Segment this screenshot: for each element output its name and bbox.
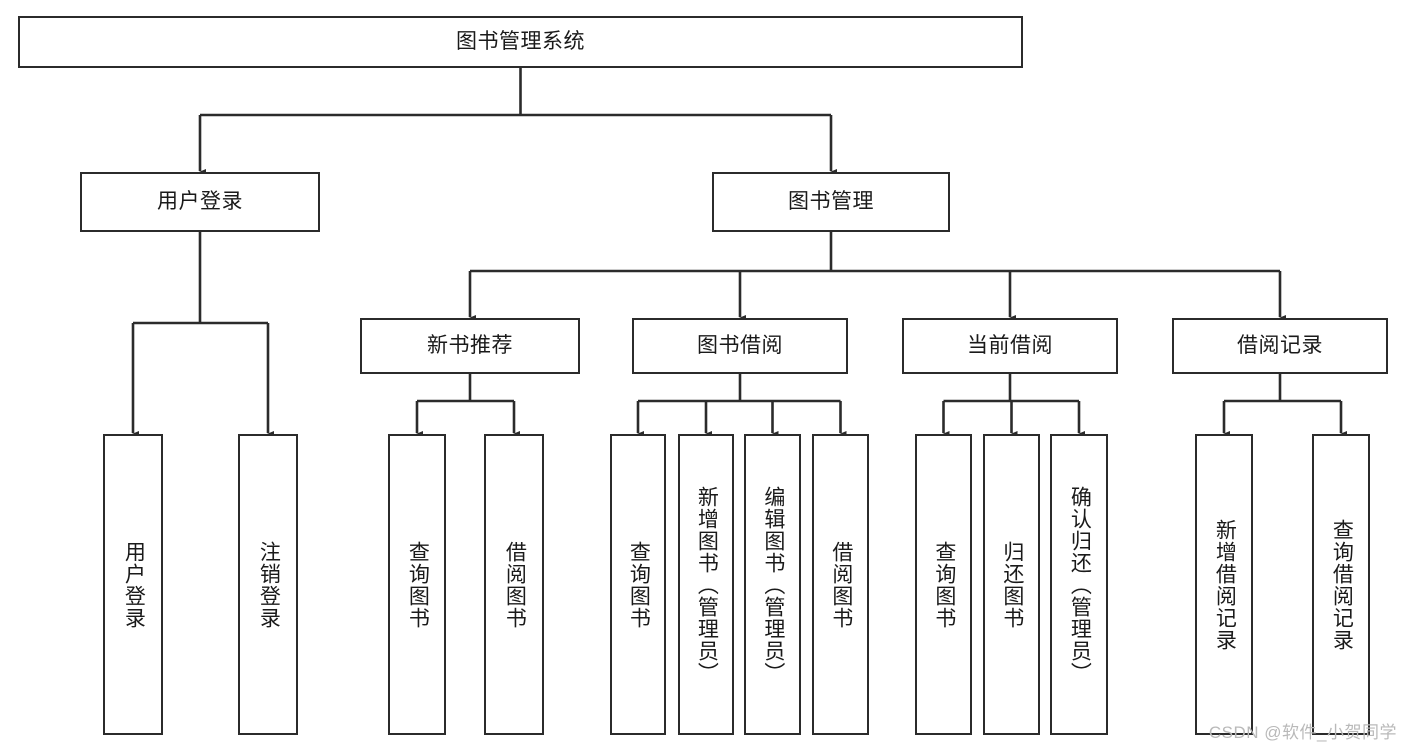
node-label: 查询图书 (627, 540, 651, 629)
node-label: 查询图书 (406, 540, 430, 629)
node-current[interactable]: 当前借阅 (902, 318, 1118, 374)
node-label: 新增图书（管理员） (695, 485, 719, 684)
node-l-return[interactable]: 归还图书 (983, 434, 1040, 735)
node-label: 借阅记录 (1237, 333, 1323, 357)
node-label: 图书管理系统 (456, 29, 585, 53)
node-label: 新书推荐 (427, 333, 513, 357)
node-l-logout[interactable]: 注销登录 (238, 434, 298, 735)
node-newbook[interactable]: 新书推荐 (360, 318, 580, 374)
node-label: 归还图书 (1000, 540, 1024, 629)
node-label: 图书借阅 (697, 333, 783, 357)
watermark-label: CSDN @软件_小贺同学 (1208, 723, 1397, 742)
node-borrow[interactable]: 图书借阅 (632, 318, 848, 374)
node-l-borrow2[interactable]: 借阅图书 (812, 434, 869, 735)
node-label: 用户登录 (157, 189, 243, 213)
node-l-query2[interactable]: 查询图书 (610, 434, 666, 735)
node-l-borrow1[interactable]: 借阅图书 (484, 434, 544, 735)
node-label: 确认归还（管理员） (1068, 485, 1092, 684)
node-label: 编辑图书（管理员） (761, 485, 785, 684)
node-l-add[interactable]: 新增图书（管理员） (678, 434, 734, 735)
node-records[interactable]: 借阅记录 (1172, 318, 1388, 374)
node-label: 借阅图书 (503, 540, 527, 629)
node-label: 查询图书 (932, 540, 956, 629)
node-root[interactable]: 图书管理系统 (18, 16, 1023, 68)
node-l-edit[interactable]: 编辑图书（管理员） (744, 434, 801, 735)
node-label: 图书管理 (788, 189, 874, 213)
node-l-query1[interactable]: 查询图书 (388, 434, 446, 735)
node-login[interactable]: 用户登录 (80, 172, 320, 232)
node-label: 当前借阅 (967, 333, 1053, 357)
node-l-queryrec[interactable]: 查询借阅记录 (1312, 434, 1370, 735)
node-label: 用户登录 (122, 540, 146, 629)
node-bookmgmt[interactable]: 图书管理 (712, 172, 950, 232)
node-l-addrec[interactable]: 新增借阅记录 (1195, 434, 1253, 735)
node-l-query3[interactable]: 查询图书 (915, 434, 972, 735)
node-label: 借阅图书 (829, 540, 853, 629)
node-label: 注销登录 (257, 540, 281, 629)
node-l-login[interactable]: 用户登录 (103, 434, 163, 735)
node-label: 新增借阅记录 (1213, 518, 1237, 651)
node-l-confirm[interactable]: 确认归还（管理员） (1050, 434, 1108, 735)
node-label: 查询借阅记录 (1330, 518, 1354, 651)
